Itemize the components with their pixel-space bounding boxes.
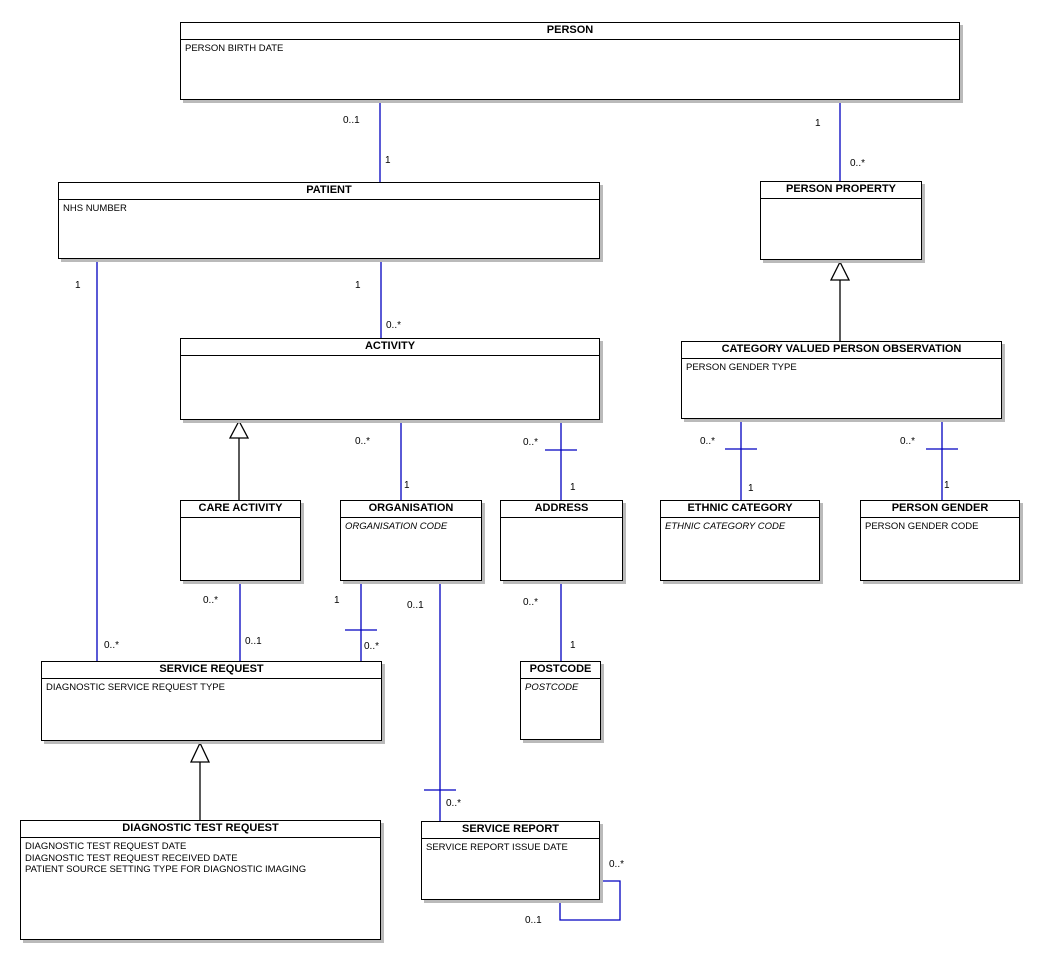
multiplicity-label: 1 — [404, 480, 410, 491]
multiplicity-label: 1 — [815, 118, 821, 129]
entity-attribute-list: PERSON GENDER TYPE — [682, 359, 1001, 374]
entity-title: ACTIVITY — [181, 339, 599, 356]
multiplicity-label: 0..* — [203, 595, 219, 606]
multiplicity-label: 1 — [570, 640, 576, 651]
entity-address: ADDRESS — [500, 500, 623, 581]
multiplicity-label: 0..* — [700, 436, 716, 447]
entity-title: ADDRESS — [501, 501, 622, 518]
generalization-arrow-icon — [228, 419, 250, 439]
multiplicity-label: 0..* — [850, 158, 866, 169]
entity-category-valued-person-observation: CATEGORY VALUED PERSON OBSERVATION PERSON… — [681, 341, 1002, 419]
entity-person-property: PERSON PROPERTY — [760, 181, 922, 260]
entity-attribute-list: SERVICE REPORT ISSUE DATE — [422, 839, 599, 854]
entity-attribute: PATIENT SOURCE SETTING TYPE FOR DIAGNOST… — [25, 864, 307, 875]
multiplicity-label: 0..1 — [343, 115, 360, 126]
entity-care-activity: CARE ACTIVITY — [180, 500, 301, 581]
entity-attribute: ORGANISATION CODE — [345, 521, 448, 532]
entity-attribute: PERSON GENDER CODE — [865, 521, 979, 532]
entity-attribute: DIAGNOSTIC SERVICE REQUEST TYPE — [46, 682, 225, 693]
entity-service-report: SERVICE REPORT SERVICE REPORT ISSUE DATE — [421, 821, 600, 900]
entity-activity: ACTIVITY — [180, 338, 600, 420]
multiplicity-label: 0..* — [523, 437, 539, 448]
entity-attribute: SERVICE REPORT ISSUE DATE — [426, 842, 568, 853]
entity-attribute-list — [181, 356, 599, 359]
multiplicity-label: 0..1 — [245, 636, 262, 647]
entity-title: PERSON PROPERTY — [761, 182, 921, 199]
multiplicity-label: 1 — [334, 595, 340, 606]
multiplicity-label: 1 — [385, 155, 391, 166]
entity-attribute-list: POSTCODE — [521, 679, 600, 694]
entity-attribute-list: NHS NUMBER — [59, 200, 599, 215]
entity-title: SERVICE REQUEST — [42, 662, 381, 679]
entity-attribute: POSTCODE — [525, 682, 579, 693]
multiplicity-label: 0..* — [446, 798, 462, 809]
entity-attribute-list: PERSON BIRTH DATE — [181, 40, 959, 55]
entity-attribute: PERSON GENDER TYPE — [686, 362, 797, 373]
entity-person: PERSON PERSON BIRTH DATE — [180, 22, 960, 100]
entity-title: SERVICE REPORT — [422, 822, 599, 839]
generalization-arrow-icon — [189, 741, 211, 763]
entity-postcode: POSTCODE POSTCODE — [520, 661, 601, 740]
multiplicity-label: 0..* — [900, 436, 916, 447]
entity-attribute-list — [181, 518, 300, 521]
multiplicity-label: 0..1 — [407, 600, 424, 611]
entity-title: POSTCODE — [521, 662, 600, 679]
entity-patient: PATIENT NHS NUMBER — [58, 182, 600, 259]
multiplicity-label: 0..* — [523, 597, 539, 608]
entity-attribute-list: DIAGNOSTIC SERVICE REQUEST TYPE — [42, 679, 381, 694]
entity-service-request: SERVICE REQUEST DIAGNOSTIC SERVICE REQUES… — [41, 661, 382, 741]
entity-title: PERSON GENDER — [861, 501, 1019, 518]
multiplicity-label: 1 — [944, 480, 950, 491]
entity-title: ORGANISATION — [341, 501, 481, 518]
entity-attribute: DIAGNOSTIC TEST REQUEST RECEIVED DATE — [25, 852, 238, 864]
multiplicity-label: 1 — [748, 483, 754, 494]
entity-attribute: PERSON BIRTH DATE — [185, 43, 284, 54]
entity-organisation: ORGANISATION ORGANISATION CODE — [340, 500, 482, 581]
entity-attribute-list: PERSON GENDER CODE — [861, 518, 1019, 533]
multiplicity-label: 1 — [570, 482, 576, 493]
entity-attribute-list — [501, 518, 622, 521]
entity-attribute: ETHNIC CATEGORY CODE — [665, 521, 786, 532]
entity-title: PERSON — [181, 23, 959, 40]
entity-person-gender: PERSON GENDER PERSON GENDER CODE — [860, 500, 1020, 581]
generalization-arrow-icon — [829, 260, 851, 281]
entity-attribute: NHS NUMBER — [63, 203, 127, 214]
multiplicity-label: 1 — [75, 280, 81, 291]
entity-title: PATIENT — [59, 183, 599, 200]
entity-title: ETHNIC CATEGORY — [661, 501, 819, 518]
entity-title: CATEGORY VALUED PERSON OBSERVATION — [682, 342, 1001, 359]
multiplicity-label: 0..* — [355, 436, 371, 447]
entity-ethnic-category: ETHNIC CATEGORY ETHNIC CATEGORY CODE — [660, 500, 820, 581]
entity-title: CARE ACTIVITY — [181, 501, 300, 518]
entity-attribute-list: ETHNIC CATEGORY CODE — [661, 518, 819, 533]
multiplicity-label: 0..* — [386, 320, 402, 331]
multiplicity-label: 1 — [355, 280, 361, 291]
multiplicity-label: 0..1 — [525, 915, 542, 926]
multiplicity-label: 0..* — [609, 859, 625, 870]
entity-attribute-list — [761, 199, 921, 202]
relationship-line-service-report-self — [559, 880, 621, 921]
entity-attribute: DIAGNOSTIC TEST REQUEST DATE — [25, 841, 187, 852]
multiplicity-label: 0..* — [104, 640, 120, 651]
entity-title: DIAGNOSTIC TEST REQUEST — [21, 821, 380, 838]
entity-attribute-list: ORGANISATION CODE — [341, 518, 481, 533]
multiplicity-label: 0..* — [364, 641, 380, 652]
